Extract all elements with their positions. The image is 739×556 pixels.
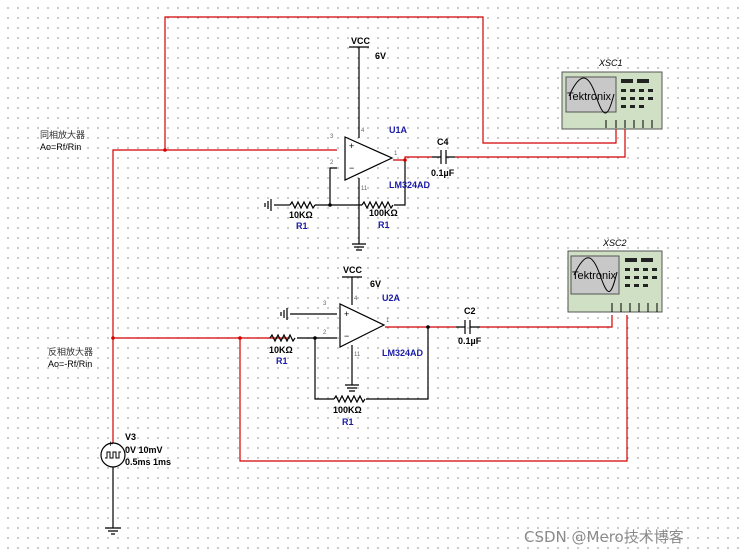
scope-xsc1[interactable] [561, 71, 663, 130]
scope2-terminals [611, 303, 658, 312]
svg-text:4: 4 [354, 296, 358, 302]
source-line2: 0.5ms 1ms [125, 457, 171, 467]
opamp-u2-triangle [339, 303, 386, 348]
c4-capacitor [432, 150, 455, 164]
scope2-knobs [625, 258, 657, 287]
rf1-ref: R1 [378, 220, 390, 230]
amp2-title: 反相放大器 [48, 346, 93, 358]
svg-text:3: 3 [323, 301, 327, 307]
opamp-u2: + − 3 2 4 11 1 [323, 296, 390, 358]
vcc2-value: 6V [370, 279, 381, 289]
labels: 同相放大器 Ao=Rf/Rin 反相放大器 Ao=-Rf/Rin VCC 6V … [40, 36, 684, 546]
scope2-screen [570, 255, 620, 295]
svg-text:11: 11 [354, 352, 361, 358]
source-ground [105, 527, 121, 535]
rf2-value: 100KΩ [333, 405, 362, 415]
rin1-ref: R1 [296, 221, 308, 231]
wire-input-bus [112, 149, 337, 443]
rf2-ref: R1 [342, 417, 354, 427]
rf2-resistor [333, 394, 366, 404]
c2-value: 0.1µF [458, 336, 482, 346]
opamp-u1: + − 3 2 4 11 1 [330, 128, 398, 192]
c4-ref: C4 [437, 137, 449, 147]
wire-bottom-loop [239, 315, 628, 462]
amp2-ground-symbol [280, 308, 288, 320]
c2-ref: C2 [464, 306, 476, 316]
source-v3: + [100, 439, 126, 468]
scope1-brand: Tektronix [567, 91, 612, 103]
scope1-knobs [621, 79, 653, 108]
svg-text:1: 1 [394, 151, 398, 157]
rin2-resistor [269, 333, 296, 343]
vcc1-value: 6V [375, 51, 386, 61]
red-wires [112, 16, 628, 462]
wire-c2-scope2 [480, 315, 613, 328]
svg-text:2: 2 [330, 160, 334, 166]
scope2-trace [573, 257, 618, 292]
junctions [111, 148, 430, 340]
scope1-screen [565, 76, 617, 113]
scope-xsc2[interactable] [567, 250, 663, 313]
source-line1: 0V 10mV [125, 445, 163, 455]
svg-text:2: 2 [323, 330, 327, 336]
watermark: CSDN @Mero技术博客 [524, 528, 684, 546]
amp1-ground-symbol [264, 199, 272, 211]
square-wave-icon [105, 451, 121, 459]
rin1-value: 10KΩ [289, 210, 313, 220]
u1-part: LM324AD [389, 180, 431, 190]
rin2-value: 10KΩ [269, 345, 293, 355]
svg-text:11: 11 [361, 186, 368, 192]
u2-ref: U2A [382, 293, 401, 303]
scope1-terminals [605, 120, 653, 128]
black-wires [105, 46, 480, 535]
rf2-left [314, 338, 334, 400]
rf2-right [366, 327, 429, 400]
scope2-brand: Tektronix [572, 270, 617, 282]
amp1-formula: Ao=Rf/Rin [40, 142, 81, 152]
rin2-ref: R1 [276, 356, 288, 366]
opamp-u1-triangle [344, 136, 394, 181]
scope1-trace [568, 77, 615, 114]
rf1-return [394, 160, 406, 206]
u1-inv-wire [315, 167, 337, 206]
svg-text:+: + [108, 439, 113, 449]
svg-text:+: + [349, 141, 354, 151]
amp1-title: 同相放大器 [40, 129, 85, 141]
svg-text:−: − [349, 163, 354, 173]
scope1-ref: XSC1 [598, 58, 623, 68]
amp2-formula: Ao=-Rf/Rin [48, 359, 92, 369]
svg-text:+: + [344, 309, 349, 319]
u2-vee-ground [345, 384, 359, 392]
rin1-resistor [289, 200, 316, 210]
source-ref: V3 [125, 432, 136, 442]
rf1-value: 100KΩ [369, 208, 398, 218]
u2-part: LM324AD [382, 348, 424, 358]
svg-text:−: − [344, 331, 349, 341]
svg-text:1: 1 [386, 318, 390, 324]
wire-c4-scope1 [455, 127, 626, 158]
wire-top-loop [164, 16, 617, 150]
c2-capacitor [456, 320, 480, 334]
vcc1-label: VCC [351, 36, 371, 46]
rf1-resistor [361, 200, 394, 210]
u1-vee-ground [352, 243, 366, 251]
svg-text:3: 3 [330, 134, 334, 140]
svg-text:4: 4 [361, 128, 365, 134]
scope2-ref: XSC2 [602, 238, 627, 248]
vcc2-label: VCC [343, 265, 363, 275]
u1-ref: U1A [389, 125, 408, 135]
wire-u1-out [393, 156, 432, 161]
c4-value: 0.1µF [431, 168, 455, 178]
